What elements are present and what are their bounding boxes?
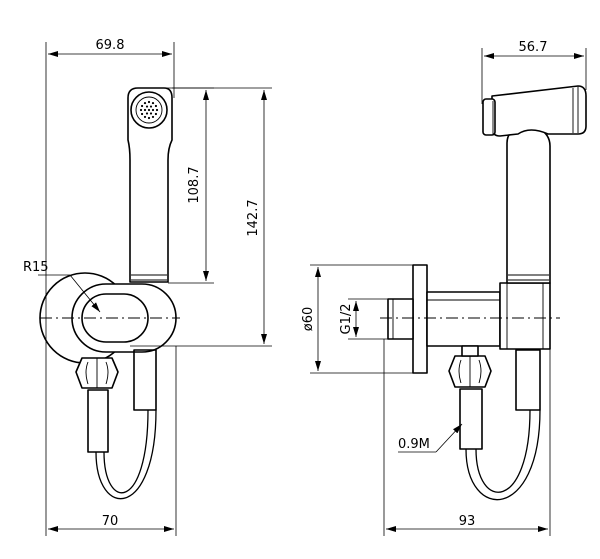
holder-block [499, 282, 551, 350]
nozzle-hole [149, 105, 153, 108]
inlet-hose-left [87, 389, 109, 453]
nozzle-hole [140, 112, 144, 116]
nozzle-hole [147, 108, 151, 112]
hose-loop-right [465, 409, 541, 501]
nozzle-hole [151, 101, 155, 105]
nozzle-hole [139, 108, 143, 112]
spray-handle [127, 87, 173, 283]
dim-left-outer-height: 142.7 [246, 199, 261, 236]
nozzle-hole [140, 104, 144, 108]
spray-handle-side [506, 127, 551, 284]
dim-right-diameter: ø60 [301, 307, 316, 332]
front-view: 69.8 108.7 142.7 R15 70 [23, 38, 272, 536]
nozzle-hole [143, 101, 147, 105]
nozzle-hole [155, 108, 159, 112]
hose-loop-left [95, 409, 157, 500]
wall-flange [412, 264, 428, 374]
dim-right-bottom: 93 [459, 514, 476, 529]
inlet-hose-right [459, 388, 483, 450]
nozzle-hole [149, 112, 153, 115]
dim-left-bottom: 70 [102, 514, 119, 529]
thread-stub [387, 298, 414, 340]
hose-nut-right [448, 345, 492, 388]
nozzle-hole [147, 100, 151, 104]
dim-right-thread: G1/2 [339, 304, 354, 335]
shower-hose-left [133, 349, 157, 411]
nozzle-head [130, 91, 168, 129]
dim-left-inner-height: 108.7 [187, 166, 202, 203]
shower-hose-right [515, 349, 541, 411]
nozzle-hole [143, 108, 147, 112]
dim-left-radius: R15 [23, 260, 49, 275]
side-view: 56.7 ø60 G1/2 0.9M 93 [301, 40, 587, 536]
nozzle-hole [143, 115, 147, 119]
nozzle-hole [154, 104, 158, 108]
dim-right-top: 56.7 [519, 40, 548, 55]
nozzle-hole [151, 108, 155, 112]
spray-head-side [491, 85, 587, 137]
dim-right-hose-length: 0.9M [398, 437, 430, 452]
nozzle-hole [145, 105, 149, 108]
nozzle-hole [147, 116, 151, 120]
nozzle-hole [154, 112, 158, 116]
dim-left-top: 69.8 [96, 38, 125, 53]
nozzle-hole [151, 115, 155, 119]
nozzle-hole [145, 112, 149, 115]
hose-nut-left [75, 357, 119, 389]
